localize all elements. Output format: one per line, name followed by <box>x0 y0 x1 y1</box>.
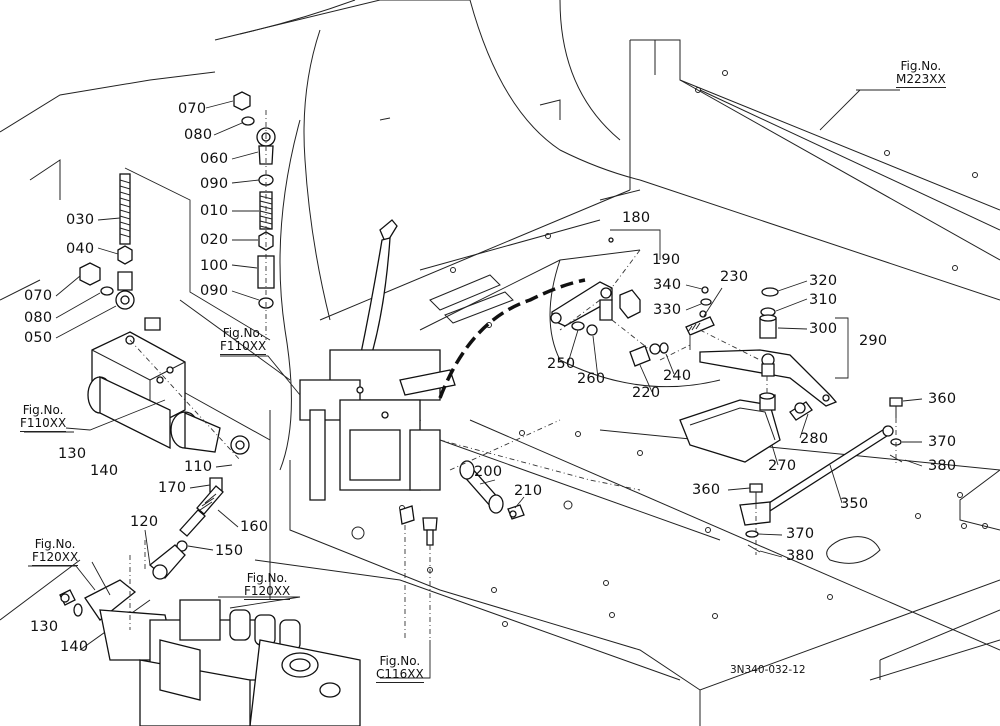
fig-ref-f110xx-left: Fig.No. F110XX <box>20 403 67 432</box>
fig-ref-title: Fig.No. <box>900 59 942 73</box>
fig-ref-title: Fig.No. <box>222 326 264 340</box>
fig-ref-title: Fig.No. <box>379 654 421 668</box>
left-actuator <box>87 317 250 461</box>
part-label-330: 330 <box>653 302 682 318</box>
part-label-370: 370 <box>786 526 815 542</box>
part-label-060: 060 <box>200 151 229 167</box>
fig-ref-f110xx-center: Fig.No. F110XX <box>220 326 267 355</box>
part-label-120: 120 <box>130 514 159 530</box>
part-label-180: 180 <box>622 210 651 226</box>
part-label-290: 290 <box>859 333 888 349</box>
connection-dashed-line <box>438 278 586 399</box>
shift-lever-assembly <box>299 219 641 640</box>
upper-rod-stack <box>233 91 276 340</box>
part-label-360: 360 <box>928 391 957 407</box>
fig-ref-title: Fig.No. <box>34 537 76 551</box>
part-label-240: 240 <box>663 368 692 384</box>
drawing-code: 3N340-032-12 <box>730 664 806 676</box>
part-label-370: 370 <box>928 434 957 450</box>
right-linkage <box>449 229 903 555</box>
fig-ref-f120xx-center: Fig.No. F120XX <box>244 571 291 600</box>
part-label-010: 010 <box>200 203 229 219</box>
part-label-190: 190 <box>652 252 681 268</box>
fig-ref-c116xx: Fig.No. C116XX <box>376 655 424 683</box>
part-label-080: 080 <box>184 127 213 143</box>
part-label-170: 170 <box>158 480 187 496</box>
part-label-280: 280 <box>800 431 829 447</box>
part-label-270: 270 <box>768 458 797 474</box>
part-label-230: 230 <box>720 269 749 285</box>
part-label-050: 050 <box>24 330 53 346</box>
part-label-140: 140 <box>90 463 119 479</box>
part-label-320: 320 <box>809 273 838 289</box>
part-label-360: 360 <box>692 482 721 498</box>
part-label-380: 380 <box>928 458 957 474</box>
part-label-140: 140 <box>60 639 89 655</box>
fig-ref-title: Fig.No. <box>22 403 64 417</box>
part-label-110: 110 <box>184 459 213 475</box>
fig-ref-title: Fig.No. <box>246 571 288 585</box>
part-label-260: 260 <box>577 371 606 387</box>
part-label-300: 300 <box>809 321 838 337</box>
valve-housing <box>139 599 361 726</box>
fig-ref-code: M223XX <box>896 72 946 88</box>
part-label-160: 160 <box>240 519 269 535</box>
part-label-030: 030 <box>66 212 95 228</box>
part-label-220: 220 <box>632 385 661 401</box>
part-label-210: 210 <box>514 483 543 499</box>
part-label-150: 150 <box>215 543 244 559</box>
fig-ref-code: F120XX <box>244 584 291 600</box>
leader-lines <box>24 89 923 679</box>
fig-ref-f120xx-left: Fig.No. F120XX <box>32 537 79 566</box>
part-label-130: 130 <box>58 446 87 462</box>
part-label-020: 020 <box>200 232 229 248</box>
part-label-090: 090 <box>200 283 229 299</box>
part-label-080: 080 <box>24 310 53 326</box>
left-rod-stack <box>79 167 271 341</box>
part-label-310: 310 <box>809 292 838 308</box>
part-label-340: 340 <box>653 277 682 293</box>
part-label-130: 130 <box>30 619 59 635</box>
part-label-350: 350 <box>840 496 869 512</box>
part-label-250: 250 <box>547 356 576 372</box>
part-label-070: 070 <box>178 101 207 117</box>
fig-ref-code: C116XX <box>376 667 424 683</box>
part-label-090: 090 <box>200 176 229 192</box>
fig-ref-m223xx: Fig.No. M223XX <box>896 60 946 88</box>
fig-ref-code: F110XX <box>220 339 267 355</box>
fig-ref-code: F120XX <box>32 550 79 566</box>
part-label-200: 200 <box>474 464 503 480</box>
panel-holes <box>351 70 988 627</box>
part-label-070: 070 <box>24 288 53 304</box>
connecting-rod-160 <box>148 477 224 580</box>
fig-ref-code: F110XX <box>20 416 67 432</box>
part-label-380: 380 <box>786 548 815 564</box>
part-label-040: 040 <box>66 241 95 257</box>
part-label-100: 100 <box>200 258 229 274</box>
